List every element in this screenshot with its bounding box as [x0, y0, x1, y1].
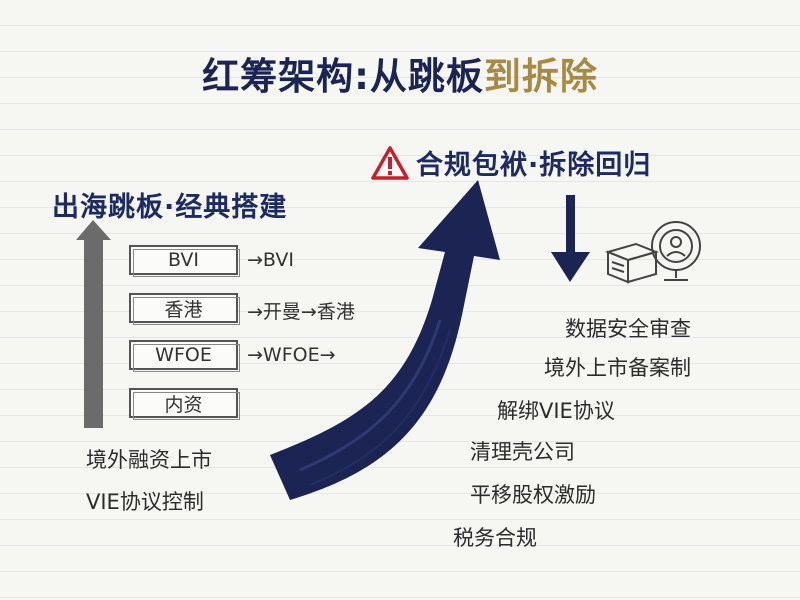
structure-box-domestic: 内资 — [129, 388, 240, 420]
right-item-filing: 境外上市备案制 — [544, 356, 691, 380]
note-wfoe: →WFOE→ — [247, 344, 336, 366]
page-title: 红筹架构:从跳板到拆除 — [0, 46, 800, 100]
compliance-heading: 合规包袱·拆除回归 — [370, 143, 651, 182]
structure-box-hongkong: 香港 — [129, 293, 240, 325]
left-item-vie: VIE协议控制 — [86, 490, 204, 514]
left-item-financing: 境外融资上市 — [86, 448, 212, 472]
note-cayman-hongkong: →开曼→香港 — [247, 301, 355, 323]
structure-box-wfoe: WFOE — [129, 340, 240, 372]
note-bvi: →BVI — [247, 249, 294, 271]
right-item-data-security: 数据安全审查 — [565, 317, 691, 341]
up-arrow-icon — [76, 220, 111, 428]
right-item-shell: 清理壳公司 — [470, 440, 575, 464]
curved-arrow-icon — [270, 180, 500, 500]
right-item-unwind-vie: 解绑VIE协议 — [497, 399, 615, 423]
right-item-equity: 平移股权激励 — [470, 483, 596, 507]
server-monitor-icon — [604, 221, 701, 284]
compliance-heading-text: 合规包袱·拆除回归 — [416, 150, 652, 181]
warning-triangle-icon — [371, 145, 409, 180]
title-main: 红筹架构:从跳板 — [202, 55, 484, 98]
down-arrow-icon — [551, 195, 590, 282]
offshore-heading: 出海跳板·经典搭建 — [52, 192, 288, 223]
title-accent: 到拆除 — [483, 55, 598, 98]
right-item-tax: 税务合规 — [453, 526, 537, 550]
structure-box-bvi: BVI — [129, 245, 240, 277]
